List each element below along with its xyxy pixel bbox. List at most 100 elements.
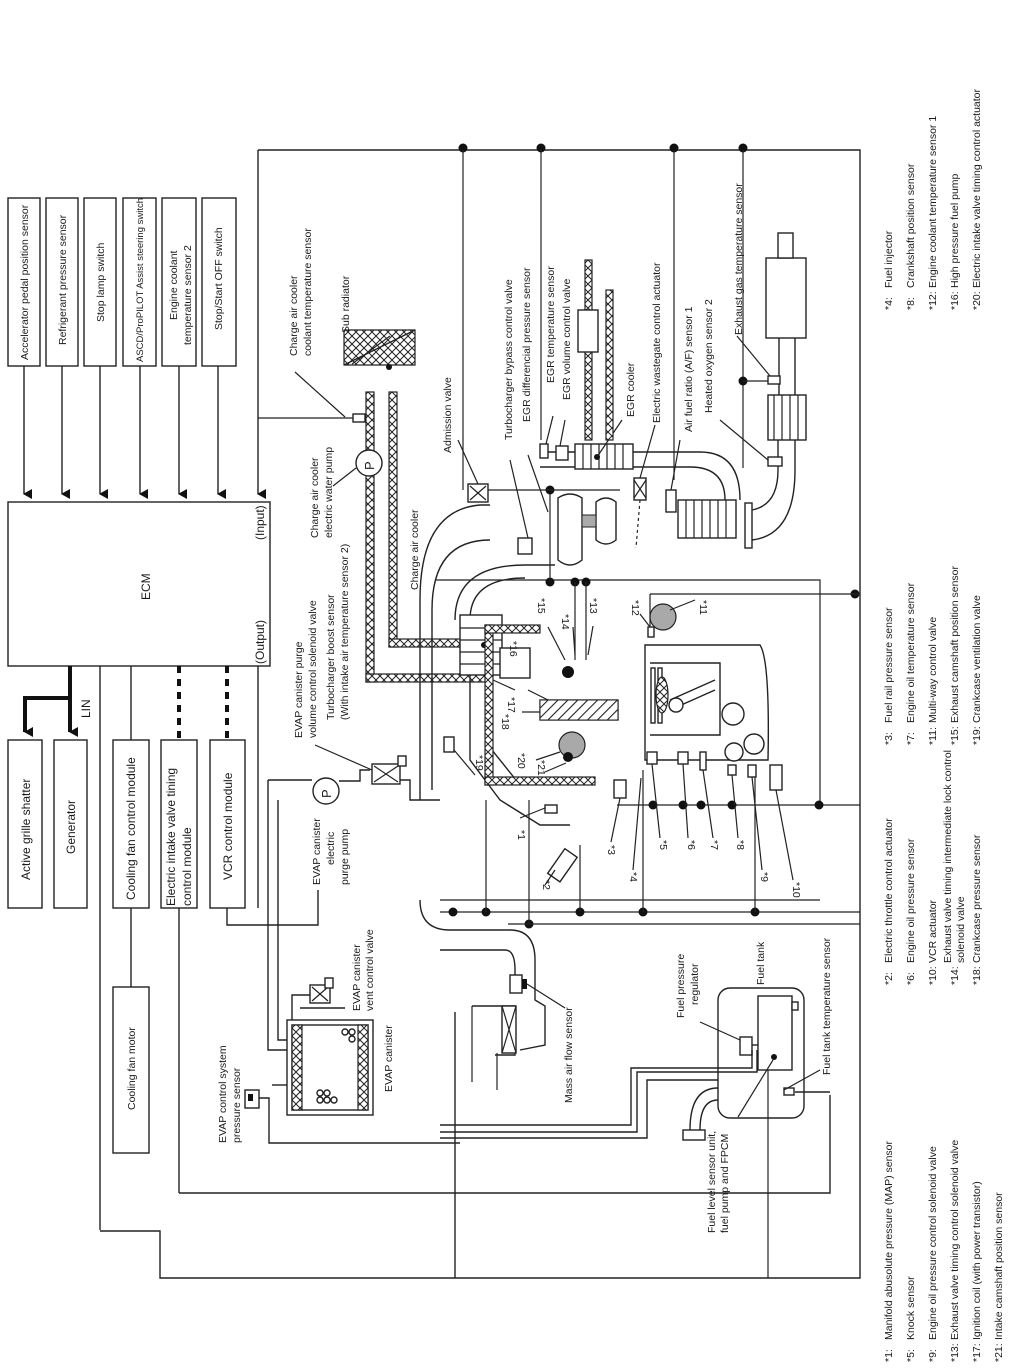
legend-item-17: *17: Ignition coil (with power transisto… — [971, 1181, 983, 1362]
charge-air-cooler-label: Charge air cooler — [409, 509, 421, 590]
legend: *1: Manifold abusolute pressure (MAP) se… — [883, 88, 1005, 1362]
turbocharger-boost-sensor-label-line1: Turbocharger boost sensor — [325, 594, 337, 720]
callout-5: *5 — [657, 840, 669, 850]
legend-key-3: *3: — [883, 732, 895, 745]
legend-text-8: Crankshaft position sensor — [905, 163, 917, 288]
callout-7: *7 — [708, 840, 720, 850]
callout-20: *20 — [515, 753, 527, 769]
electric-intake-valve-timing-control-module-label-line2: control module — [180, 827, 194, 906]
legend-text-19: Crankcase ventilation valve — [971, 595, 983, 723]
fuel-tank: Fuel pressure regulator Fuel tank Fuel l… — [440, 937, 833, 1278]
evap-canister-label: EVAP canister — [383, 1025, 395, 1092]
callout-3: *3 — [605, 845, 617, 855]
active-grille-shatter-label: Active grille shatter — [19, 779, 33, 880]
legend-text-1: Manifold abusolute pressure (MAP) sensor — [883, 1140, 895, 1340]
legend-text-9: Engine oil pressure control solenoid val… — [927, 1146, 939, 1340]
electric-wastegate-control-actuator-label: Electric wastegate control actuator — [651, 262, 663, 423]
legend-key-21: *21: — [993, 1343, 1005, 1362]
fuel-pressure-regulator-label-line2: regulator — [689, 963, 701, 1005]
engine-coolant-temperature-sensor-2-label-line1: Engine coolant — [168, 250, 180, 320]
callout-16: *16 — [507, 641, 519, 657]
refrigerant-pressure-sensor-label: Refrigerant pressure sensor — [57, 214, 69, 345]
engine-coolant-temperature-sensor-2-label-line2: temperature sensor 2 — [182, 245, 194, 345]
legend-key-16: *16: — [949, 291, 961, 310]
stop-start-off-switch-box: Stop/Start OFF switch — [201, 197, 237, 499]
turbocharger-boost-sensor-label-line2: (With intake air temperature sensor 2) — [339, 544, 351, 720]
evap-control-system-pressure-sensor-label-line1: EVAP control system — [217, 1045, 229, 1143]
evap-system: P EVAP canister purge volume control sol… — [217, 544, 460, 1144]
callout-9: *9 — [758, 872, 770, 882]
accelerator-pedal-position-sensor-box: Accelerator pedal position sensor — [7, 197, 41, 499]
legend-item-7: *7: Engine oil temperature sensor — [905, 582, 917, 745]
evap-canister-electric-purge-pump-label-line1: EVAP canister — [311, 818, 323, 885]
legend-item-14: *14: Exhaust valve timing intermediate l… — [942, 750, 967, 985]
callout-18: *18 — [499, 714, 511, 730]
legend-item-18: *18: Crankcase pressure sensor — [971, 834, 983, 985]
legend-key-9: *9: — [927, 1349, 939, 1362]
callout-10: *10 — [790, 882, 802, 898]
legend-item-11: *11: Multi-way control valve — [927, 617, 939, 745]
fuel-tank-temperature-sensor-label: Fuel tank temperature sensor — [821, 937, 833, 1075]
charge-air-cooler-water-pump-label-line1: Charge air cooler — [309, 457, 321, 538]
generator-label: Generator — [64, 800, 78, 854]
fuel-level-sensor-unit-label-line2: fuel pump and FPCM — [719, 1134, 731, 1233]
egr-cooler-label: EGR cooler — [625, 362, 637, 417]
legend-key-20: *20: — [971, 291, 983, 310]
evap-canister-vent-control-valve-label-line2: vent control valve — [364, 929, 376, 1011]
air-intake: Mass air flow sensor — [419, 899, 575, 1103]
ecm-input-label: (Input) — [253, 505, 267, 540]
evap-canister-electric-purge-pump-label-line2: electric — [325, 832, 337, 865]
evap-canister-purge-solenoid-label-line1: EVAP canister purge — [293, 641, 305, 738]
legend-item-2: *2: Electric throttle control actuator — [883, 818, 895, 985]
cooling-fan-motor-box: Cooling fan motor — [112, 986, 150, 1154]
callout-19: *19 — [473, 755, 485, 771]
heated-oxygen-sensor-2-label: Heated oxygen sensor 2 — [703, 299, 715, 413]
turbocharger-bypass-control-valve-label: Turbocharger bypass control valve — [503, 279, 515, 440]
legend-text-11: Multi-way control valve — [927, 617, 939, 723]
legend-text-5: Knock sensor — [905, 1276, 917, 1340]
fuel-pressure-regulator-label-line1: Fuel pressure — [675, 954, 687, 1018]
exhaust-gas-temperature-sensor-label: Exhaust gas temperature sensor — [733, 183, 745, 335]
mass-air-flow-sensor-label: Mass air flow sensor — [563, 1007, 575, 1103]
legend-text-3: Fuel rail pressure sensor — [883, 607, 895, 723]
egr-differencial-pressure-sensor-label: EGR differencial pressure sensor — [521, 267, 533, 422]
legend-key-13: *13: — [949, 1343, 961, 1362]
evap-purge-pump-symbol: P — [319, 789, 334, 798]
legend-text-4: Fuel injector — [883, 230, 895, 288]
air-fuel-ratio-sensor-1-label: Air fuel ratio (A/F) sensor 1 — [683, 306, 695, 432]
legend-key-1: *1: — [883, 1349, 895, 1362]
fuel-tank-label: Fuel tank — [755, 941, 767, 985]
legend-text-18: Crankcase pressure sensor — [971, 834, 983, 963]
stop-lamp-switch-box: Stop lamp switch — [83, 197, 117, 499]
callout-11: *11 — [697, 600, 709, 615]
charge-air-cooler-coolant-temp-sensor-label-line1: Charge air cooler — [288, 275, 300, 356]
legend-text-10: VCR actuator — [927, 899, 939, 963]
legend-text-16: High pressure fuel pump — [949, 173, 961, 288]
callout-13: *13 — [587, 598, 599, 614]
sub-radiator-label: Sub radiator — [340, 275, 352, 333]
stop-lamp-switch-label: Stop lamp switch — [95, 242, 107, 322]
legend-item-4: *4: Fuel injector — [883, 230, 895, 310]
callout-12: *12 — [629, 600, 641, 616]
charge-air-cooler-coolant-temp-sensor-label-line2: coolant temperature sensor — [302, 228, 314, 356]
legend-key-6: *6: — [905, 972, 917, 985]
refrigerant-pressure-sensor-box: Refrigerant pressure sensor — [45, 197, 79, 499]
ecm-block: ECM (Input) (Output) — [7, 501, 271, 667]
legend-text-7: Engine oil temperature sensor — [905, 582, 917, 723]
lin-bus-label: LIN — [79, 699, 93, 718]
evap-control-system-pressure-sensor-label-line2: pressure sensor — [231, 1067, 243, 1143]
harness-wiring — [100, 143, 861, 1279]
legend-item-3: *3: Fuel rail pressure sensor — [883, 607, 895, 745]
evap-canister-electric-purge-pump-label-line3: purge pump — [339, 829, 351, 885]
legend-item-21: *21: Intake camshaft position sensor — [993, 1192, 1005, 1362]
callout-21: *21 — [535, 760, 547, 776]
legend-item-1: *1: Manifold abusolute pressure (MAP) se… — [883, 1140, 895, 1362]
legend-item-9: *9: Engine oil pressure control solenoid… — [927, 1146, 939, 1362]
callout-4: *4 — [627, 872, 639, 882]
legend-item-15: *15: Exhaust camshaft position sensor — [949, 565, 961, 745]
legend-text-6: Engine oil pressure sensor — [905, 838, 917, 963]
legend-text-12: Engine coolant temperature sensor 1 — [927, 116, 939, 288]
accelerator-pedal-position-sensor-label: Accelerator pedal position sensor — [19, 204, 31, 360]
legend-item-19: *19: Crankcase ventilation valve — [971, 595, 983, 745]
vcr-control-module-box: VCR control module — [209, 739, 246, 909]
